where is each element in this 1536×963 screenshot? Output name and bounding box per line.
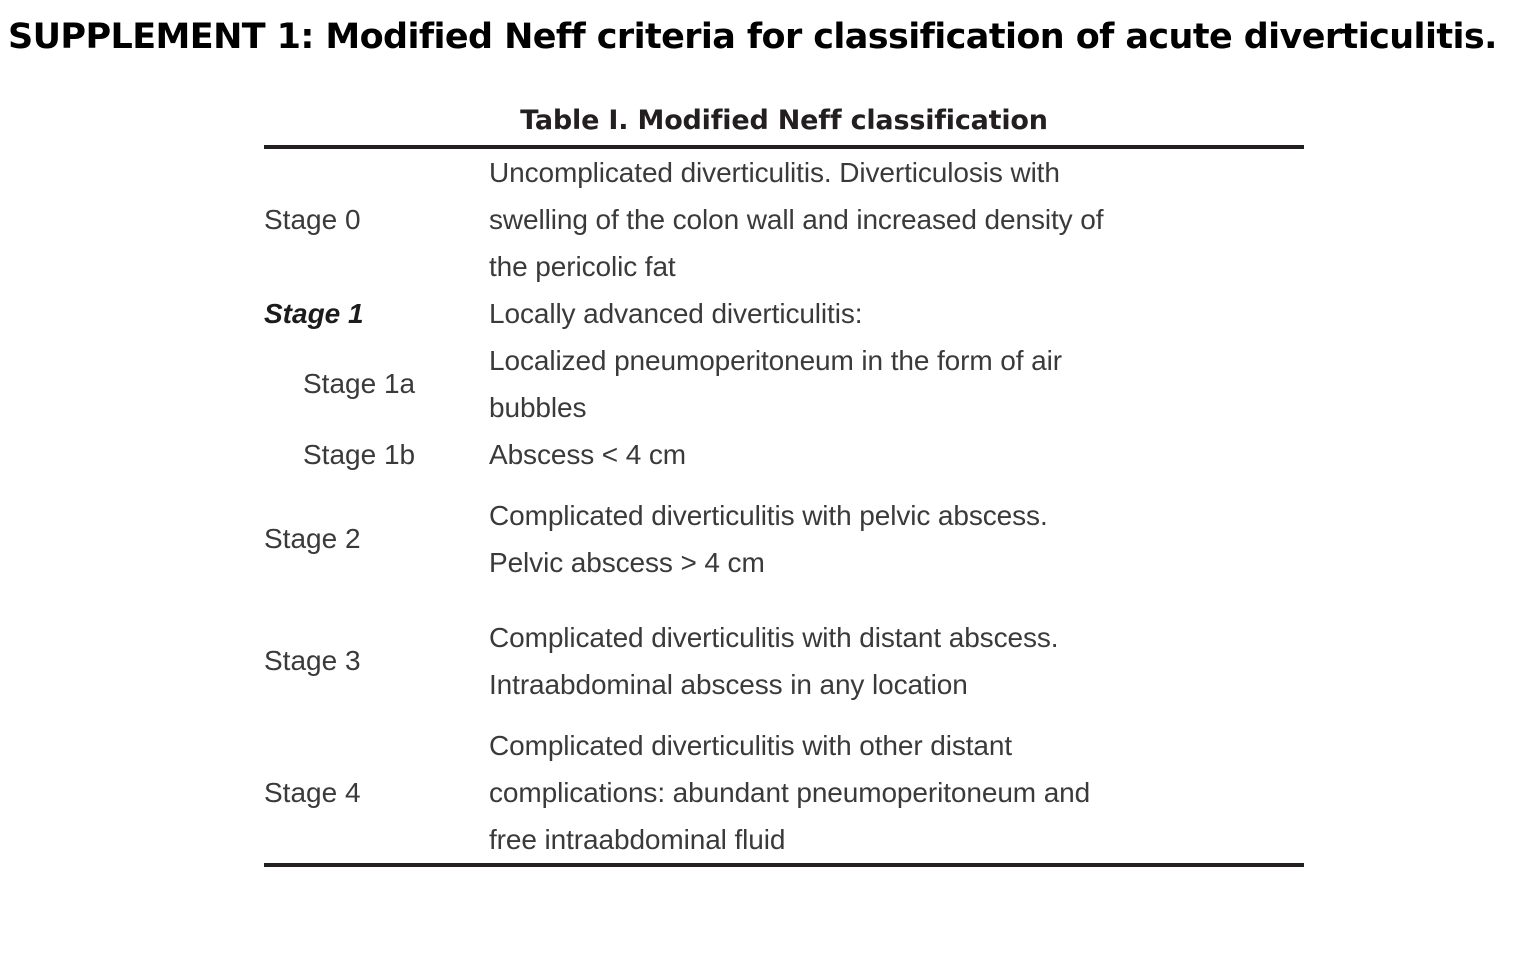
stage-description: Complicated diverticulitis with other di… <box>489 730 1091 855</box>
table-row: Stage 4 Complicated diverticulitis with … <box>264 722 1304 863</box>
table-row: Stage 1a Localized pneumoperitoneum in t… <box>264 337 1304 431</box>
table-bottom-rule <box>264 863 1304 867</box>
table-caption: Table I. Modified Neff classification <box>520 105 1048 136</box>
stage-description: Locally advanced diverticulitis: <box>489 298 863 329</box>
table-row: Stage 3 Complicated diverticulitis with … <box>264 600 1304 722</box>
neff-classification-table: Stage 0 Uncomplicated diverticulitis. Di… <box>264 149 1304 863</box>
table-top-rule <box>264 145 1304 149</box>
stage-label: Stage 1b <box>303 438 416 470</box>
stage-label: Stage 1 <box>264 297 364 329</box>
stage-label: Stage 2 <box>264 523 361 554</box>
table-row: Stage 2 Complicated diverticulitis with … <box>264 478 1304 600</box>
supplement-title: SUPPLEMENT 1: Modified Neff criteria for… <box>8 17 1497 57</box>
stage-description: Complicated diverticulitis with distant … <box>489 622 1059 700</box>
stage-description: Complicated diverticulitis with pelvic a… <box>489 500 1048 578</box>
stage-description: Uncomplicated diverticulitis. Diverticul… <box>489 157 1104 282</box>
stage-description: Localized pneumoperitoneum in the form o… <box>489 345 1062 423</box>
stage-label: Stage 0 <box>264 203 361 235</box>
stage-label: Stage 3 <box>264 645 361 676</box>
table-body: Stage 0 Uncomplicated diverticulitis. Di… <box>264 149 1304 863</box>
table-row: Stage 1 Locally advanced diverticulitis: <box>264 290 1304 337</box>
stage-label: Stage 1a <box>303 368 416 399</box>
table-row: Stage 0 Uncomplicated diverticulitis. Di… <box>264 149 1304 290</box>
table-row: Stage 1b Abscess < 4 cm <box>264 431 1304 478</box>
stage-label: Stage 4 <box>264 776 361 808</box>
neff-table-block: Table I. Modified Neff classification St… <box>264 104 1304 867</box>
stage-description: Abscess < 4 cm <box>489 439 687 470</box>
